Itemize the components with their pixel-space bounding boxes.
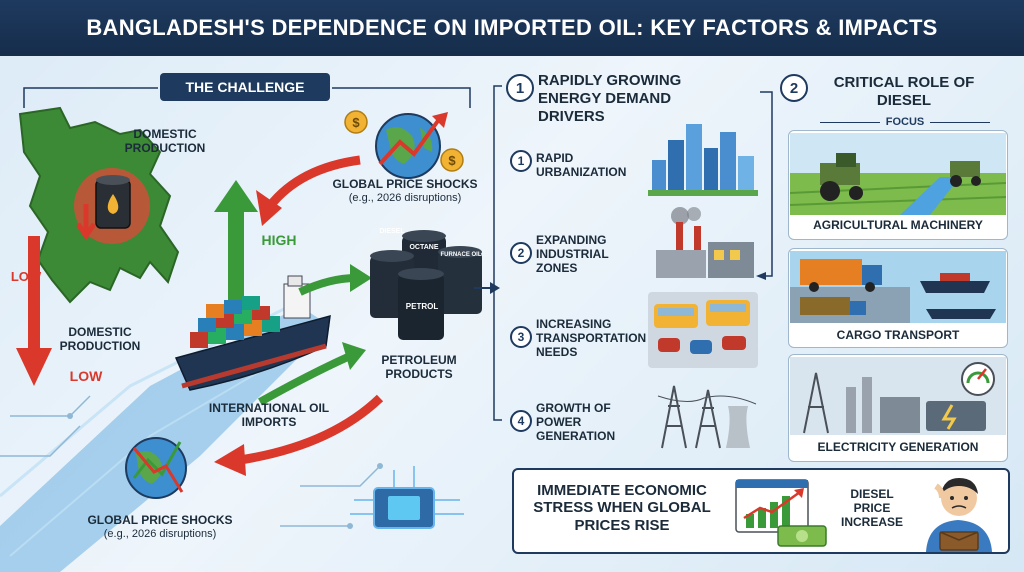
barrel-label-furnace: FURNACE OIL (440, 252, 482, 258)
domestic-production-top-label: DOMESTIC PRODUCTION (124, 127, 206, 155)
challenge-tab: THE CHALLENGE (160, 73, 330, 101)
diesel-item-agriculture: AGRICULTURAL MACHINERY (788, 130, 1008, 240)
global-price-shocks-top: GLOBAL PRICE SHOCKS (e.g., 2026 disrupti… (332, 177, 478, 204)
urbanization-icon (648, 124, 758, 196)
rising-chart-icon (735, 479, 827, 547)
worried-person-icon (926, 478, 992, 552)
demand-item-label-4: GROWTH OF POWER GENERATION (536, 401, 616, 443)
diesel-item-label-1: AGRICULTURAL MACHINERY (813, 218, 983, 232)
demand-section-title: RAPIDLY GROWING ENERGY DEMAND DRIVERS (538, 72, 682, 125)
barrel-label-petrol: PETROL (405, 302, 439, 311)
demand-section-number: 1 (506, 74, 534, 102)
focus-label: FOCUS (885, 116, 925, 128)
domestic-production-bottom-label: DOMESTIC PRODUCTION (59, 325, 141, 353)
demand-bracket (493, 85, 773, 421)
cargo-truck-icon (790, 251, 1006, 323)
focus-divider: FOCUS (820, 116, 990, 128)
header-bar: BANGLADESH'S DEPENDENCE ON IMPORTED OIL:… (0, 0, 1024, 56)
svg-text:$: $ (448, 153, 456, 168)
tractor-icon (790, 133, 1006, 215)
diesel-price-increase-label: DIESEL PRICE INCREASE (840, 487, 903, 529)
diesel-item-label-3: ELECTRICITY GENERATION (817, 440, 979, 454)
demand-item-number-4: 4 (510, 410, 532, 432)
international-oil-imports-label: INTERNATIONAL OIL IMPORTS (208, 401, 330, 429)
demand-item-number-3: 3 (510, 326, 532, 348)
page-title: BANGLADESH'S DEPENDENCE ON IMPORTED OIL:… (86, 15, 938, 40)
diesel-section-number: 2 (780, 74, 808, 102)
electricity-generation-icon (790, 357, 1006, 435)
high-label: HIGH (261, 232, 297, 248)
diesel-item-cargo: CARGO TRANSPORT (788, 248, 1008, 348)
petroleum-products-label: PETROLEUM PRODUCTS (381, 353, 457, 381)
global-price-shocks-bottom: GLOBAL PRICE SHOCKS (e.g., 2026 disrupti… (87, 513, 233, 540)
demand-item-label-3: INCREASING TRANSPORTATION NEEDS (536, 317, 647, 359)
transportation-icon (648, 292, 758, 368)
diesel-item-label-2: CARGO TRANSPORT (836, 328, 960, 342)
economic-stress-title: IMMEDIATE ECONOMIC STRESS WHEN GLOBAL PR… (533, 482, 711, 534)
low-label-1: LOW (10, 269, 42, 284)
petroleum-barrels (370, 230, 482, 340)
diesel-section-title: CRITICAL ROLE OF DIESEL (833, 74, 975, 109)
svg-text:$: $ (352, 115, 360, 130)
ship-containers (190, 296, 280, 348)
demand-item-label-1: RAPID URBANIZATION (536, 151, 627, 179)
demand-item-number-2: 2 (510, 242, 532, 264)
low-label-2: LOW (69, 368, 103, 384)
diesel-item-electricity: ELECTRICITY GENERATION (788, 354, 1008, 462)
demand-item-number-1: 1 (510, 150, 532, 172)
barrel-label-octane: OCTANE (409, 244, 439, 251)
demand-item-label-2: EXPANDING INDUSTRIAL ZONES (536, 233, 609, 275)
challenge-illustration: $ $ (0, 87, 500, 572)
industrial-zones-icon (656, 207, 754, 278)
barrel-label-diesel: DIESEL (379, 228, 405, 235)
power-generation-icon (657, 385, 757, 449)
